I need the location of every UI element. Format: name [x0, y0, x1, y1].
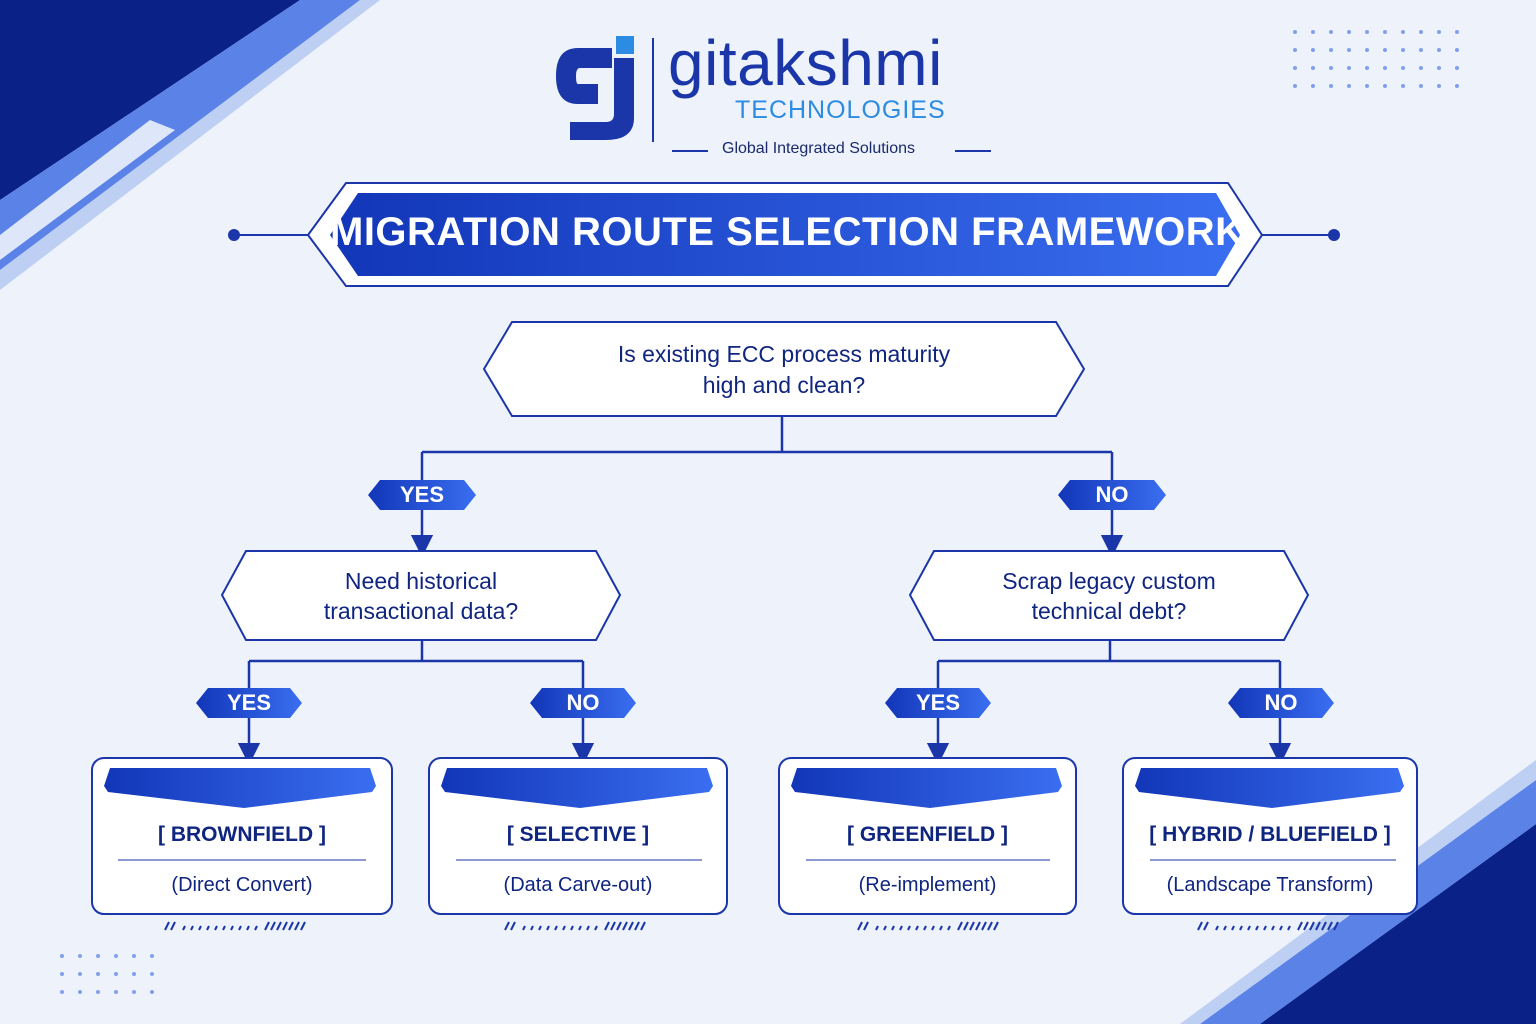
- brand-subtitle: TECHNOLOGIES: [735, 96, 946, 124]
- root-question-line2: high and clean?: [702, 372, 866, 398]
- dot-grid-bottom-left: [60, 954, 154, 994]
- outcome-selective-title: [ SELECTIVE ]: [506, 823, 650, 846]
- yes-branch-no-label: NO: [566, 690, 600, 715]
- outcome-hybrid-desc: (Landscape Transform): [1166, 874, 1374, 896]
- no-branch-label: NO: [1095, 482, 1129, 507]
- gi-monogram-icon: [556, 36, 654, 142]
- yes-branch-yes-label: YES: [226, 690, 272, 715]
- outcome-brownfield-title: [ BROWNFIELD ]: [158, 823, 326, 846]
- brand-name: gitakshmi: [668, 27, 943, 99]
- no-branch-yes-label: YES: [915, 690, 961, 715]
- outcome-brownfield-desc: (Direct Convert): [171, 874, 313, 896]
- no-branch-question-line2: technical debt?: [1031, 598, 1187, 624]
- no-branch-question-line1: Scrap legacy custom: [1002, 568, 1216, 594]
- title-banner: [228, 182, 1340, 287]
- no-branch-no-label: NO: [1264, 690, 1298, 715]
- yes-branch-label: YES: [399, 482, 445, 507]
- hatch-accents: [164, 921, 1339, 931]
- outcome-greenfield-desc: (Re-implement): [858, 874, 997, 896]
- root-question: Is existing ECC process maturity high an…: [484, 339, 1084, 401]
- root-question-line1: Is existing ECC process maturity: [617, 341, 951, 367]
- outcome-greenfield-title: [ GREENFIELD ]: [847, 823, 1008, 846]
- yes-branch-question-line2: transactional data?: [323, 598, 519, 624]
- branch-pills: [196, 480, 1334, 718]
- outcome-selective-desc: (Data Carve-out): [503, 874, 653, 896]
- no-branch-question-box: [908, 550, 1310, 641]
- root-question-box: [482, 321, 1086, 417]
- yes-branch-question: Need historical transactional data?: [222, 566, 620, 626]
- yes-branch-question-box: [220, 550, 622, 641]
- yes-branch-question-line1: Need historical: [344, 568, 498, 594]
- page-title: MIGRATION ROUTE SELECTION FRAMEWORK: [330, 210, 1245, 254]
- brand-tagline: Global Integrated Solutions: [722, 140, 916, 157]
- dot-grid-top-right: [1293, 30, 1459, 88]
- no-branch-question: Scrap legacy custom technical debt?: [910, 566, 1308, 626]
- outcome-hybrid-title: [ HYBRID / BLUEFIELD ]: [1149, 823, 1391, 846]
- outcome-cards: [91, 757, 1418, 915]
